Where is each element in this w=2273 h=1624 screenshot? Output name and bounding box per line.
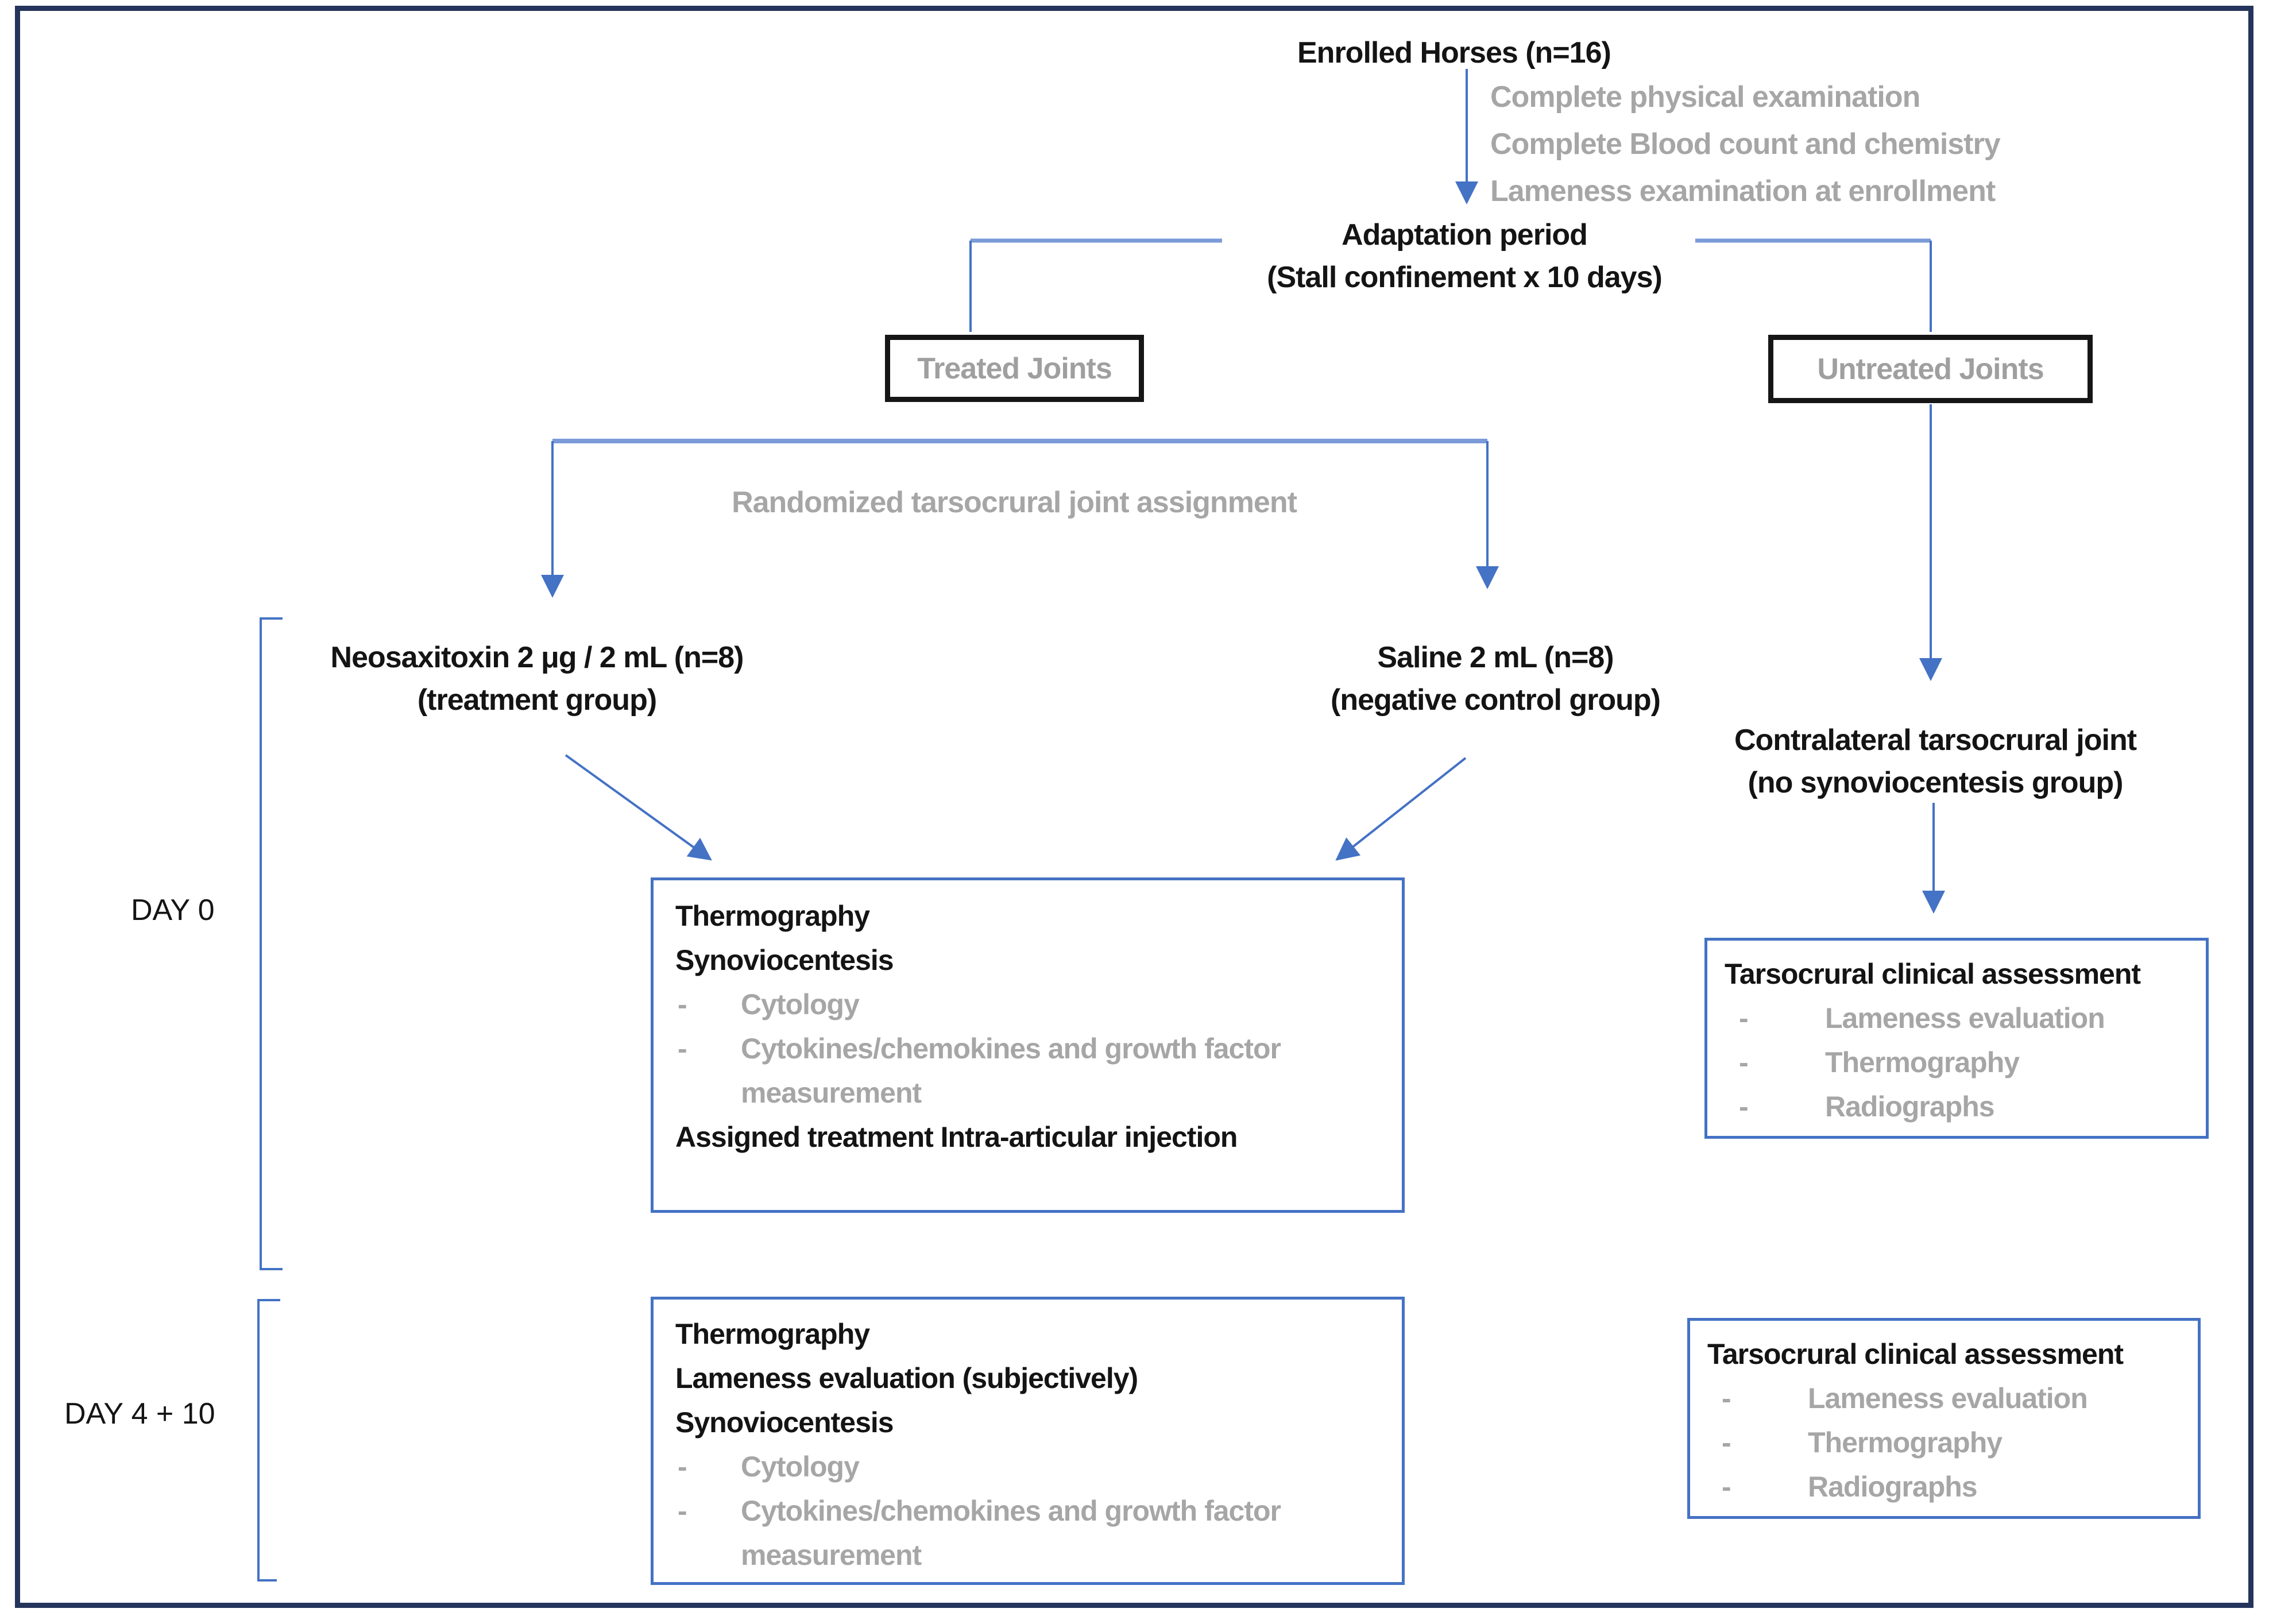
adaptation-period-label: Adaptation period (Stall confinement x 1…	[1235, 214, 1694, 299]
adaptation-period-line2: (Stall confinement x 10 days)	[1267, 261, 1663, 294]
bullet-dash: -	[1722, 1382, 1731, 1414]
randomization-note: Randomized tarsocrural joint assignment	[732, 486, 1297, 519]
day0-assessment-thermography-text: Thermography	[1825, 1046, 2020, 1078]
bullet-dash: -	[1739, 1002, 1749, 1034]
bullet-dash: -	[678, 1495, 687, 1527]
bullet-dash: -	[1739, 1091, 1749, 1123]
day4-assessment-lameness-text: Lameness evaluation	[1808, 1382, 2088, 1414]
treatment-group-line2: (treatment group)	[417, 683, 657, 717]
day0-treated-procedures-box: Thermography Synoviocentesis - Cytology …	[651, 877, 1405, 1213]
day4-assessment-thermography-text: Thermography	[1808, 1426, 2003, 1459]
day4-assessment-radiographs-text: Radiographs	[1808, 1471, 1978, 1503]
day4-label: DAY 4 + 10	[64, 1397, 215, 1430]
day4-bullet-cytokines: - Cytokines/chemokines and growth factor…	[654, 1489, 1402, 1577]
enrollment-step-lameness-exam: Lameness examination at enrollment	[1490, 175, 1996, 208]
day0-label: DAY 0	[131, 894, 215, 927]
treated-joints-box: Treated Joints	[885, 335, 1144, 402]
bullet-dash: -	[1722, 1471, 1731, 1503]
treatment-group-line1: Neosaxitoxin 2 μg / 2 mL (n=8)	[330, 641, 744, 674]
bullet-dash: -	[678, 1033, 687, 1065]
bullet-dash: -	[678, 1451, 687, 1483]
enrollment-step-physical-exam: Complete physical examination	[1490, 80, 1920, 114]
day0-assessment-bullet-lameness: - Lameness evaluation	[1707, 996, 2206, 1041]
day4-bullet-cytokines-text: Cytokines/chemokines and growth factor m…	[741, 1495, 1281, 1571]
day4-bullet-cytology-text: Cytology	[741, 1451, 860, 1483]
day4-synoviocentesis: Synoviocentesis	[675, 1406, 894, 1439]
day4-thermography: Thermography	[675, 1318, 870, 1350]
day4-treated-procedures-box: Thermography Lameness evaluation (subjec…	[651, 1297, 1405, 1585]
no-synoviocentesis-group-label: Contralateral tarsocrural joint (no syno…	[1694, 719, 2177, 804]
treatment-group-label: Neosaxitoxin 2 μg / 2 mL (n=8) (treatmen…	[307, 636, 767, 721]
day0-bullet-cytology-text: Cytology	[741, 988, 860, 1020]
bullet-dash: -	[1722, 1426, 1731, 1459]
day4-assessment-bullet-lameness: - Lameness evaluation	[1690, 1376, 2198, 1421]
day0-thermography: Thermography	[675, 900, 870, 932]
day0-assessment-bullet-radiographs: - Radiographs	[1707, 1085, 2206, 1129]
day0-assessment-bullet-thermography: - Thermography	[1707, 1041, 2206, 1085]
day4-assessment-title: Tarsocrural clinical assessment	[1707, 1338, 2124, 1370]
day4-assessment-bullet-radiographs: - Radiographs	[1690, 1465, 2198, 1509]
day4-untreated-assessment-box: Tarsocrural clinical assessment - Lamene…	[1687, 1318, 2201, 1519]
control-group-line2: (negative control group)	[1331, 683, 1661, 717]
day0-synoviocentesis: Synoviocentesis	[675, 944, 894, 976]
control-group-label: Saline 2 mL (n=8) (negative control grou…	[1266, 636, 1725, 721]
bullet-dash: -	[678, 988, 687, 1020]
bullet-dash: -	[1739, 1046, 1749, 1078]
day0-untreated-assessment-box: Tarsocrural clinical assessment - Lamene…	[1704, 938, 2209, 1139]
no-synoviocentesis-line1: Contralateral tarsocrural joint	[1734, 724, 2137, 757]
day0-bullet-cytokines: - Cytokines/chemokines and growth factor…	[654, 1027, 1402, 1115]
day0-assessment-lameness-text: Lameness evaluation	[1825, 1002, 2105, 1034]
no-synoviocentesis-line2: (no synoviocentesis group)	[1748, 766, 2124, 799]
treated-joints-label: Treated Joints	[917, 351, 1112, 385]
control-group-line1: Saline 2 mL (n=8)	[1377, 641, 1614, 674]
enrolled-horses-label: Enrolled Horses (n=16)	[1297, 36, 1611, 69]
day0-assessment-radiographs-text: Radiographs	[1825, 1091, 1995, 1123]
day4-assessment-bullet-thermography: - Thermography	[1690, 1421, 2198, 1465]
day0-assessment-title: Tarsocrural clinical assessment	[1725, 958, 2141, 990]
day0-bullet-cytokines-text: Cytokines/chemokines and growth factor m…	[741, 1033, 1281, 1109]
day4-bullet-cytology: - Cytology	[654, 1445, 1402, 1489]
untreated-joints-box: Untreated Joints	[1768, 335, 2093, 403]
day0-assigned-treatment: Assigned treatment Intra-articular injec…	[675, 1121, 1238, 1153]
enrollment-step-blood-count: Complete Blood count and chemistry	[1490, 127, 2001, 161]
day4-lameness-evaluation: Lameness evaluation (subjectively)	[675, 1362, 1138, 1394]
adaptation-period-line1: Adaptation period	[1342, 218, 1588, 252]
untreated-joints-label: Untreated Joints	[1817, 352, 2044, 386]
day0-bullet-cytology: - Cytology	[654, 983, 1402, 1027]
